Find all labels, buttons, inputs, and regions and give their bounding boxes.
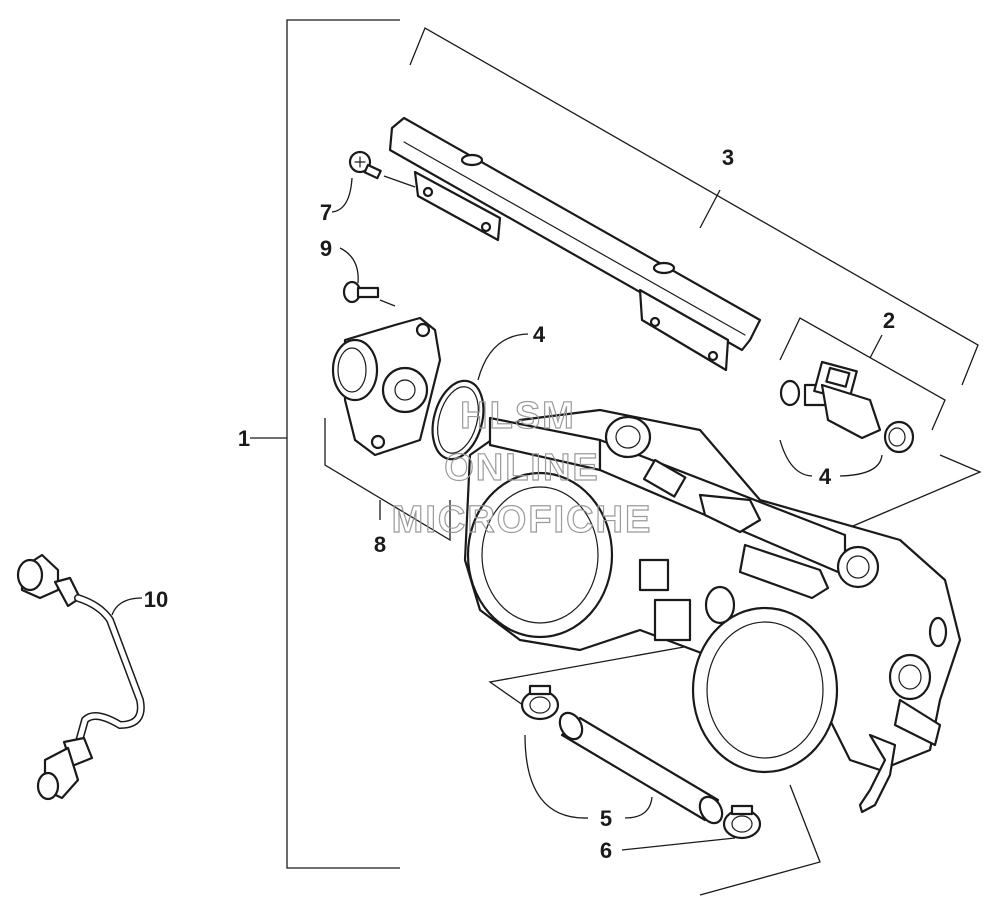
callout-leaders-5-6 — [524, 734, 736, 851]
assembly-bracket-1 — [250, 19, 400, 869]
callout-labels: 1 2 3 4 4 5 6 7 8 9 10 — [144, 145, 895, 863]
screw-7 — [331, 150, 416, 213]
throttle-body — [463, 408, 962, 814]
screw-9 — [339, 247, 396, 307]
callout-7: 7 — [320, 200, 332, 225]
callout-1: 1 — [238, 426, 250, 451]
clamp-6-top — [520, 684, 560, 721]
lower-bracket — [488, 454, 982, 896]
callout-5: 5 — [600, 806, 612, 831]
watermark-line-1: HLSM — [460, 395, 576, 437]
callout-9: 9 — [320, 236, 332, 261]
fuel-line-10 — [16, 553, 145, 801]
assembly-bracket-3 — [409, 27, 979, 386]
throttle-position-sensor — [331, 316, 442, 457]
clamp-6-bottom — [722, 804, 762, 840]
o-ring-4-left — [431, 333, 529, 461]
fuel-rail — [388, 116, 762, 372]
fuel-injector — [779, 360, 915, 477]
callout-10: 10 — [144, 587, 168, 612]
assembly-bracket-2 — [779, 317, 946, 431]
callout-3: 3 — [722, 145, 734, 170]
watermark: HLSM ONLINE MICROFICHE — [391, 394, 653, 541]
callout-2: 2 — [883, 308, 895, 333]
watermark-line-2: ONLINE — [444, 447, 600, 489]
watermark-line-3: MICROFICHE — [392, 499, 653, 541]
callout-4-left: 4 — [533, 322, 546, 347]
callout-6: 6 — [600, 838, 612, 863]
callout-4-right: 4 — [819, 464, 832, 489]
hose-5 — [558, 711, 724, 825]
assembly-bracket-8 — [324, 418, 451, 542]
callout-8: 8 — [374, 532, 386, 557]
